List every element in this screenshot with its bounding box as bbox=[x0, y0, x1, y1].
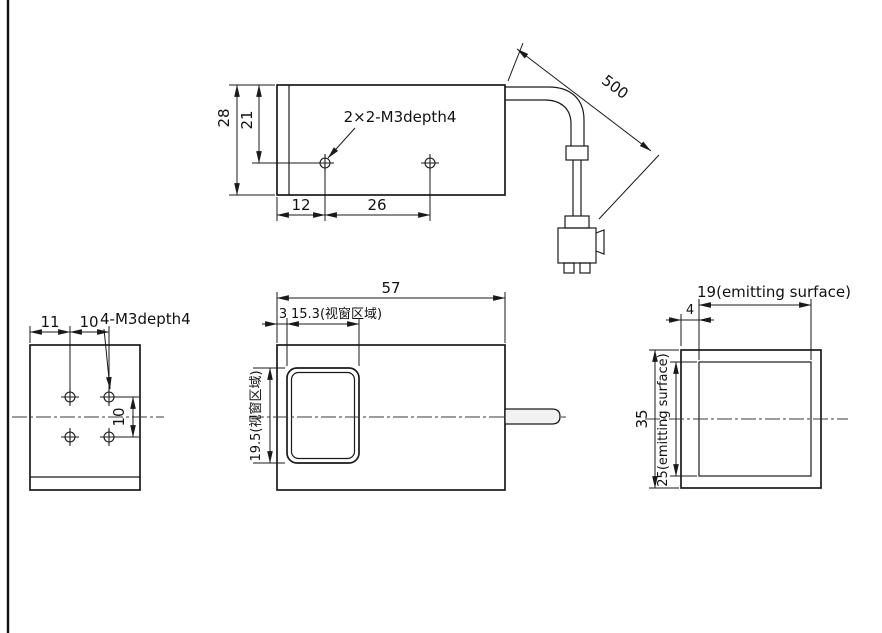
hole-spec-leader-line bbox=[103, 328, 112, 390]
mounting-hole bbox=[61, 428, 79, 446]
front-view: 57 3 15.3(视窗区域) 19.5(视窗区域) bbox=[248, 279, 566, 491]
right-view: 19(emitting surface) 4 35 25(emitting su… bbox=[633, 283, 851, 489]
cable-stub bbox=[504, 408, 561, 425]
dim-12-label: 12 bbox=[291, 196, 310, 214]
window-width-label: 15.3(视窗区域) bbox=[291, 306, 382, 322]
hole-spec-label-left: 4-M3depth4 bbox=[100, 310, 191, 328]
front-view-dimension-lines bbox=[262, 295, 506, 464]
mounting-hole bbox=[316, 154, 334, 172]
left-view-dimension-lines bbox=[29, 328, 136, 438]
dim-28-label: 28 bbox=[215, 108, 233, 127]
hole-spec-label-top: 2×2-M3depth4 bbox=[344, 108, 457, 126]
right-view-extension-lines bbox=[649, 299, 812, 489]
dim-26-label: 26 bbox=[367, 196, 386, 214]
dim-35-label: 35 bbox=[633, 409, 651, 428]
top-view: 28 21 2×2-M3depth4 12 26 500 bbox=[215, 42, 660, 274]
dim-10-vertical-label: 10 bbox=[110, 407, 128, 426]
dim-4-label: 4 bbox=[686, 303, 694, 318]
window-height-label: 19.5(视窗区域) bbox=[248, 370, 264, 461]
mounting-hole bbox=[100, 428, 118, 446]
top-view-dimension-lines bbox=[234, 48, 652, 218]
dim-21-label: 21 bbox=[238, 110, 256, 129]
dim-57-label: 57 bbox=[381, 279, 400, 297]
left-view: 11 10 4-M3depth4 10 bbox=[12, 310, 191, 491]
dim-11-label: 11 bbox=[40, 313, 59, 331]
mounting-hole bbox=[100, 388, 118, 406]
emitting-width-label: 19(emitting surface) bbox=[697, 283, 851, 301]
dim-3-label: 3 bbox=[279, 307, 287, 322]
hole-spec-leader-line bbox=[327, 127, 356, 159]
cable-connector bbox=[557, 215, 605, 274]
cable-length-label: 500 bbox=[598, 71, 632, 103]
cable bbox=[505, 86, 589, 216]
dim-10-horizontal-label: 10 bbox=[79, 313, 98, 331]
top-view-body-outline bbox=[276, 84, 506, 196]
emitting-height-label: 25(emitting surface) bbox=[656, 353, 671, 486]
mounting-hole bbox=[421, 154, 439, 172]
mounting-hole bbox=[61, 388, 79, 406]
right-view-dimension-lines bbox=[652, 302, 812, 489]
sensing-window bbox=[286, 367, 360, 464]
